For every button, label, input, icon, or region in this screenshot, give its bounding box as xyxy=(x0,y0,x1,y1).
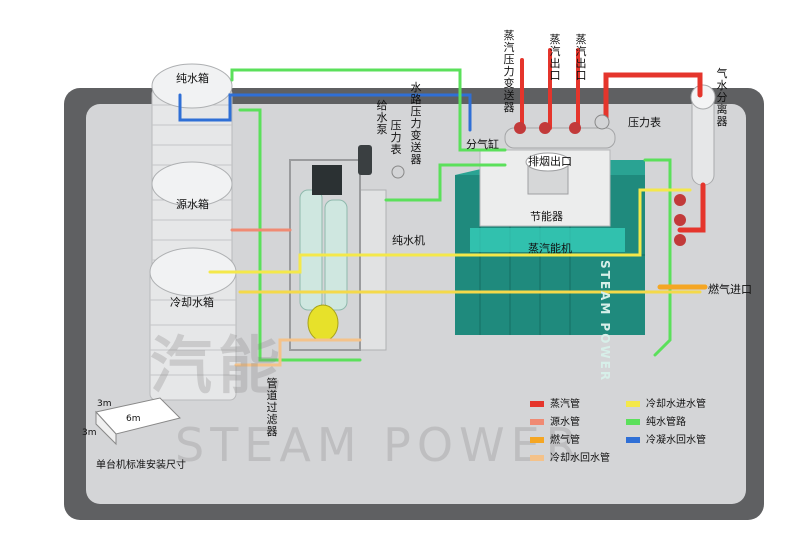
legend-swatch xyxy=(530,419,544,425)
label-distribution-cylinder: 分气缸 xyxy=(466,138,499,151)
label-pressure-gauge-left: 压力表 xyxy=(390,119,402,156)
watermark-cn: 汽能 xyxy=(150,329,287,402)
legend-item: 蒸汽管 xyxy=(530,395,580,410)
label-steam-pressure-transmitter: 蒸汽压力变送器 xyxy=(503,29,515,114)
label-gas-inlet: 燃气进口 xyxy=(708,283,752,296)
legend-swatch xyxy=(530,455,544,461)
label-pipe-filter: 管道过滤器 xyxy=(266,377,278,438)
cooling-in-pipe xyxy=(208,188,692,274)
label-cooling-water-tank: 冷却水箱 xyxy=(170,296,214,309)
legend-swatch xyxy=(626,419,640,425)
steam-water-separator xyxy=(690,84,716,186)
legend-item: 燃气管 xyxy=(530,431,580,446)
legend-swatch xyxy=(626,437,640,443)
legend-item: 源水管 xyxy=(530,413,580,428)
legend-item: 纯水管路 xyxy=(626,413,686,428)
legend-item: 冷却水进水管 xyxy=(626,395,706,410)
feed-water-pump xyxy=(358,145,372,175)
machine-brand-text: STEAM POWER xyxy=(598,260,612,383)
label-dim-6m: 6m xyxy=(126,414,141,424)
label-dim-3m-b: 3m xyxy=(82,428,97,438)
legend-swatch xyxy=(626,401,640,407)
label-pressure-gauge-right: 压力表 xyxy=(628,116,661,129)
cooling-return-pipe xyxy=(234,338,362,367)
label-economizer: 节能器 xyxy=(530,210,563,223)
legend-swatch xyxy=(530,437,544,443)
label-dim-3m-a: 3m xyxy=(97,399,112,409)
label-steam-energy-machine: 蒸汽能机 xyxy=(528,242,572,255)
flue-outlet xyxy=(525,152,571,195)
watermark-en: STEAM POWER xyxy=(175,418,584,472)
label-pure-water-tank: 纯水箱 xyxy=(176,72,209,85)
label-install-size: 单台机标准安装尺寸 xyxy=(96,460,186,471)
cooling-water-tank xyxy=(149,247,237,401)
label-steam-water-separator: 气水分离器 xyxy=(716,67,728,128)
install-size-box xyxy=(95,397,181,446)
legend-item: 冷却水回水管 xyxy=(530,449,610,464)
pure-water-machine xyxy=(289,159,387,351)
valve-markers xyxy=(391,114,686,246)
steam-pipe xyxy=(603,72,703,123)
pure-water-pipe-3 xyxy=(384,163,507,202)
distribution-cylinder xyxy=(504,127,616,149)
label-feed-water-pump: 给水泵 xyxy=(376,99,388,136)
label-flue-outlet: 排烟出口 xyxy=(528,155,572,168)
pure-water-pipe-2 xyxy=(238,108,362,362)
label-steam-outlet-2: 蒸汽出口 xyxy=(575,33,587,82)
legend-item: 冷凝水回水管 xyxy=(626,431,706,446)
label-pure-water-machine: 纯水机 xyxy=(392,234,425,247)
label-source-water-tank: 源水箱 xyxy=(176,198,209,211)
label-water-pressure-transmitter: 水路压力变送器 xyxy=(410,81,422,166)
steam-pipe-2 xyxy=(677,182,706,233)
pure-water-pipe-4 xyxy=(643,158,672,357)
pure-water-pipe xyxy=(230,68,507,152)
condensate-pipe xyxy=(178,93,472,132)
legend-swatch xyxy=(530,401,544,407)
label-steam-outlet-1: 蒸汽出口 xyxy=(549,33,561,82)
